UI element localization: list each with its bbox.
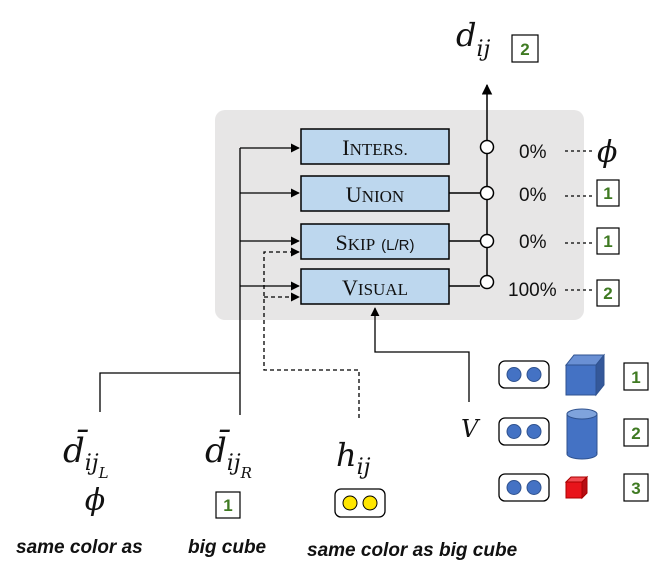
yellow-dot-icon — [362, 495, 378, 511]
module-union: UNION — [300, 175, 450, 212]
visual-input-label: V — [461, 415, 481, 443]
blue-dot-icon — [506, 480, 522, 495]
svg-text:1: 1 — [603, 232, 612, 251]
result-phi: ϕ — [597, 135, 617, 170]
caption-left: same color as — [16, 537, 143, 558]
input-connectors — [99, 143, 300, 415]
input-hidden-label: hij — [334, 436, 386, 518]
output-bus — [449, 83, 493, 287]
visual-connector — [370, 307, 470, 402]
svg-text:dij: dij — [456, 16, 491, 62]
svg-text:1: 1 — [603, 184, 612, 203]
object-row-2: 2 — [498, 408, 649, 460]
svg-text:d̄ijR: d̄ijR — [205, 429, 252, 482]
object-badge-3: 3 — [631, 479, 640, 498]
cylinder-icon — [566, 408, 598, 460]
object-row-1: 1 — [498, 353, 649, 397]
result-badge-skip: 1 — [596, 227, 620, 255]
svg-text:d̄ijL: d̄ijL — [63, 429, 109, 482]
result-badge-visual: 2 — [596, 279, 620, 307]
result-leaders — [565, 150, 595, 291]
object-badge-2: 2 — [631, 424, 640, 443]
percent-union: 0% — [519, 185, 547, 206]
svg-text:2: 2 — [603, 284, 612, 303]
input-left-phi: ϕ — [85, 483, 105, 518]
blue-dot-icon — [506, 367, 522, 382]
caption-right: big cube — [188, 537, 267, 558]
result-badge-union: 1 — [596, 179, 620, 207]
object-row-3: 3 — [498, 473, 649, 502]
svg-text:2: 2 — [520, 40, 529, 59]
module-inters: INTERS. — [300, 128, 450, 165]
module-visual: VISUAL — [300, 268, 450, 305]
hidden-connectors — [263, 247, 360, 418]
object-badge-1: 1 — [631, 368, 640, 387]
input-right-badge: 1 — [223, 496, 232, 515]
blue-dot-icon — [526, 367, 542, 382]
module-skip: SKIP(L/R) — [300, 223, 450, 260]
blue-dot-icon — [526, 424, 542, 439]
cube-icon — [564, 353, 606, 397]
percent-inters: 0% — [519, 142, 547, 163]
svg-text:INTERS.: INTERS. — [342, 135, 407, 160]
blue-dot-icon — [506, 424, 522, 439]
input-right-label: d̄ijR 1 — [205, 429, 252, 519]
svg-text:hij: hij — [336, 436, 371, 480]
input-left-label: d̄ijL ϕ — [63, 429, 109, 518]
caption-hidden: same color as big cube — [307, 540, 518, 561]
blue-dot-icon — [526, 480, 542, 495]
percent-visual: 100% — [508, 280, 557, 301]
svg-text:VISUAL: VISUAL — [342, 275, 408, 300]
yellow-dot-icon — [342, 495, 358, 511]
bus-junctions — [479, 139, 495, 290]
percent-skip: 0% — [519, 232, 547, 253]
output-label: dij 2 — [456, 16, 539, 63]
small-cube-icon — [564, 475, 589, 500]
svg-text:UNION: UNION — [346, 182, 404, 207]
svg-text:SKIP(L/R): SKIP(L/R) — [336, 230, 415, 255]
